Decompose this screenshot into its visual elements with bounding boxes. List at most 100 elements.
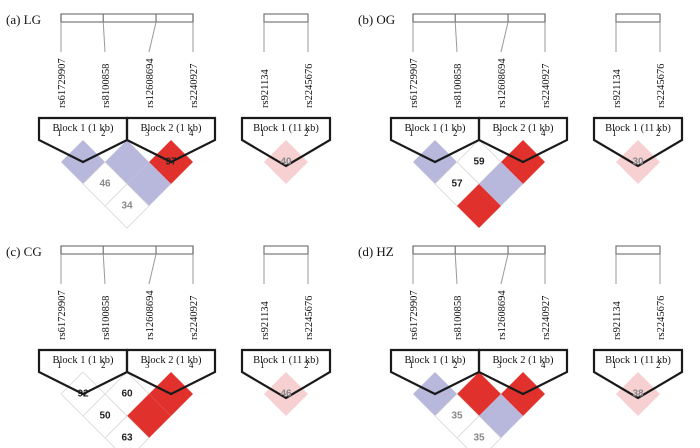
position-bar xyxy=(263,13,309,23)
ld-value-1-3: 50 xyxy=(99,411,111,422)
block-label: Block 1 (11 kb) xyxy=(605,355,671,366)
snp-label: rs921134 xyxy=(260,69,271,108)
block-1-outline xyxy=(37,348,129,396)
block-outline xyxy=(592,116,684,168)
block-label: Block 1 (11 kb) xyxy=(253,355,319,366)
snp-index: 1 xyxy=(57,360,62,370)
snp-index: 3 xyxy=(497,128,502,138)
snp-index: 4 xyxy=(189,128,194,138)
block-2-outline xyxy=(125,348,217,396)
snp-index: 2 xyxy=(453,360,458,370)
snp-label: rs12608694 xyxy=(145,290,156,340)
panel-3: (d) HZ rs61729907 rs8100858 rs12608694 rs224… xyxy=(358,244,684,448)
snp-connector xyxy=(102,21,106,53)
snp-label: rs2245676 xyxy=(304,296,315,340)
ld-value-1-4: 34 xyxy=(121,201,133,212)
position-bar xyxy=(60,245,194,255)
panel-label: (a) LG xyxy=(6,12,41,27)
snp-index: 3 xyxy=(145,360,150,370)
snp-label: rs2245676 xyxy=(304,64,315,108)
snp-label: rs921134 xyxy=(260,301,271,340)
panel-label: (b) OG xyxy=(358,12,395,27)
block-1-label: Block 1 (1 kb) xyxy=(53,355,114,366)
panel-label: (d) HZ xyxy=(358,244,394,259)
snp-index: 4 xyxy=(189,360,194,370)
block-1-outline xyxy=(389,348,481,396)
snp-index: 1 xyxy=(260,360,265,370)
ld-value-2-3: 60 xyxy=(121,389,133,400)
snp-label: rs921134 xyxy=(612,69,623,108)
snp-index: 2 xyxy=(656,128,661,138)
snp-label: rs12608694 xyxy=(145,58,156,108)
snp-label: rs8100858 xyxy=(453,64,464,108)
ld-cell-1-2 xyxy=(264,372,308,416)
block-2-outline xyxy=(477,116,569,164)
panel-label: (c) CG xyxy=(6,244,42,259)
snp-index: 2 xyxy=(101,360,106,370)
ld-value-1-3: 35 xyxy=(451,411,463,422)
ld-value-1-4: 63 xyxy=(121,433,133,444)
snp-label: rs12608694 xyxy=(497,58,508,108)
snp-label: rs2245676 xyxy=(656,64,667,108)
snp-index: 1 xyxy=(260,128,265,138)
snp-index: 3 xyxy=(497,360,502,370)
ld-value-1-2: 46 xyxy=(280,389,292,400)
snp-index: 2 xyxy=(656,360,661,370)
ld-cell-1-2 xyxy=(616,140,660,184)
snp-index: 1 xyxy=(57,128,62,138)
snp-label: rs61729907 xyxy=(57,58,68,108)
position-bar xyxy=(615,13,661,23)
ld-value-1-2: 40 xyxy=(280,157,292,168)
ld-value-1-2: 30 xyxy=(632,157,644,168)
block-1-outline xyxy=(37,116,129,164)
snp-connector xyxy=(500,21,509,53)
snp-label: rs8100858 xyxy=(101,296,112,340)
block-2-label: Block 2 (1 kb) xyxy=(493,355,554,366)
snp-label: rs921134 xyxy=(612,301,623,340)
block-outline xyxy=(240,116,332,168)
block-label: Block 1 (11 kb) xyxy=(605,123,671,134)
block-2-label: Block 2 (1 kb) xyxy=(493,123,554,134)
snp-index: 3 xyxy=(145,128,150,138)
ld-value-1-2: 38 xyxy=(632,389,644,400)
snp-connector xyxy=(454,21,458,53)
snp-label: rs61729907 xyxy=(57,290,68,340)
panel-2: (c) CG rs61729907 rs8100858 rs12608694 rs224… xyxy=(6,244,332,448)
snp-label: rs8100858 xyxy=(453,296,464,340)
snp-connector xyxy=(454,253,458,285)
position-bar xyxy=(263,245,309,255)
ld-value-1-3: 46 xyxy=(99,179,111,190)
snp-index: 2 xyxy=(101,128,106,138)
ld-cell-1-4 xyxy=(104,183,150,229)
snp-label: rs61729907 xyxy=(409,290,420,340)
snp-label: rs2240927 xyxy=(541,296,552,340)
snp-index: 1 xyxy=(612,128,617,138)
block-1-outline xyxy=(389,116,481,164)
panel-0: (a) LG rs61729907 rs8100858 rs12608694 rs224… xyxy=(6,12,332,229)
snp-connector xyxy=(500,253,509,285)
snp-connector xyxy=(102,253,106,285)
block-2-label: Block 2 (1 kb) xyxy=(141,355,202,366)
snp-label: rs2240927 xyxy=(541,64,552,108)
block-1-label: Block 1 (1 kb) xyxy=(405,123,466,134)
snp-index: 4 xyxy=(541,360,546,370)
snp-index: 1 xyxy=(409,360,414,370)
snp-index: 2 xyxy=(453,128,458,138)
block-2-label: Block 2 (1 kb) xyxy=(141,123,202,134)
snp-label: rs2245676 xyxy=(656,296,667,340)
position-bar xyxy=(412,245,546,255)
snp-index: 2 xyxy=(304,360,309,370)
snp-label: rs2240927 xyxy=(189,296,200,340)
snp-label: rs12608694 xyxy=(497,290,508,340)
ld-cell-1-2 xyxy=(264,140,308,184)
ld-cell-1-4 xyxy=(457,184,501,228)
block-1-label: Block 1 (1 kb) xyxy=(405,355,466,366)
snp-label: rs61729907 xyxy=(409,58,420,108)
snp-index: 4 xyxy=(541,128,546,138)
snp-connector xyxy=(148,253,157,285)
snp-label: rs8100858 xyxy=(101,64,112,108)
ld-cell-1-4 xyxy=(456,415,502,448)
ld-value-1-4: 35 xyxy=(473,433,485,444)
block-label: Block 1 (11 kb) xyxy=(253,123,319,134)
